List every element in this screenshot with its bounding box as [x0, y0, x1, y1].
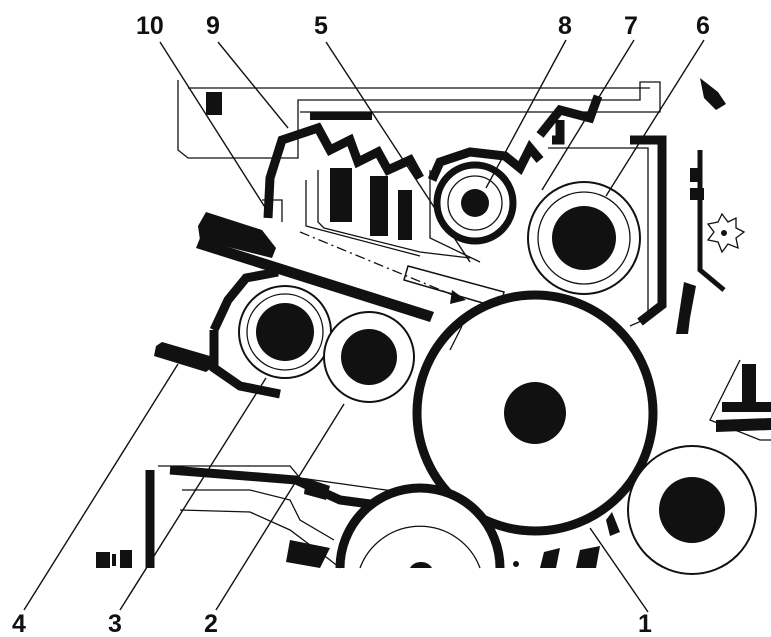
callout-8: 8 — [558, 12, 572, 40]
callout-5: 5 — [314, 12, 328, 40]
leader-1 — [589, 527, 649, 613]
drum-1 — [412, 290, 658, 536]
callout-3: 3 — [108, 610, 122, 637]
roller-3 — [209, 267, 332, 379]
leader-4 — [23, 363, 179, 611]
leader-3 — [119, 377, 267, 611]
upper-housing — [177, 78, 726, 159]
leader-8 — [485, 39, 567, 189]
callout-10: 10 — [136, 12, 164, 40]
callout-7: 7 — [624, 12, 638, 40]
leader-lines — [23, 39, 705, 613]
roller-8 — [427, 139, 544, 245]
callout-4: 4 — [12, 610, 26, 637]
callout-6: 6 — [696, 12, 710, 40]
leader-6 — [605, 39, 705, 197]
callout-2: 2 — [204, 610, 218, 637]
developer-unit-housing — [196, 122, 481, 322]
callout-9: 9 — [206, 12, 220, 40]
lower-unit — [96, 465, 600, 569]
leader-9 — [217, 41, 289, 129]
right-side-parts — [627, 359, 771, 575]
blade-4 — [154, 330, 281, 399]
leader-2 — [215, 403, 345, 611]
roller-2 — [323, 311, 415, 403]
leader-7 — [541, 39, 635, 191]
roller-6 — [527, 135, 746, 334]
leader-5 — [325, 41, 471, 263]
callout-labels: 10 9 5 8 7 6 4 3 2 1 — [12, 12, 710, 637]
leader-10 — [159, 41, 269, 213]
callout-1: 1 — [638, 610, 652, 637]
